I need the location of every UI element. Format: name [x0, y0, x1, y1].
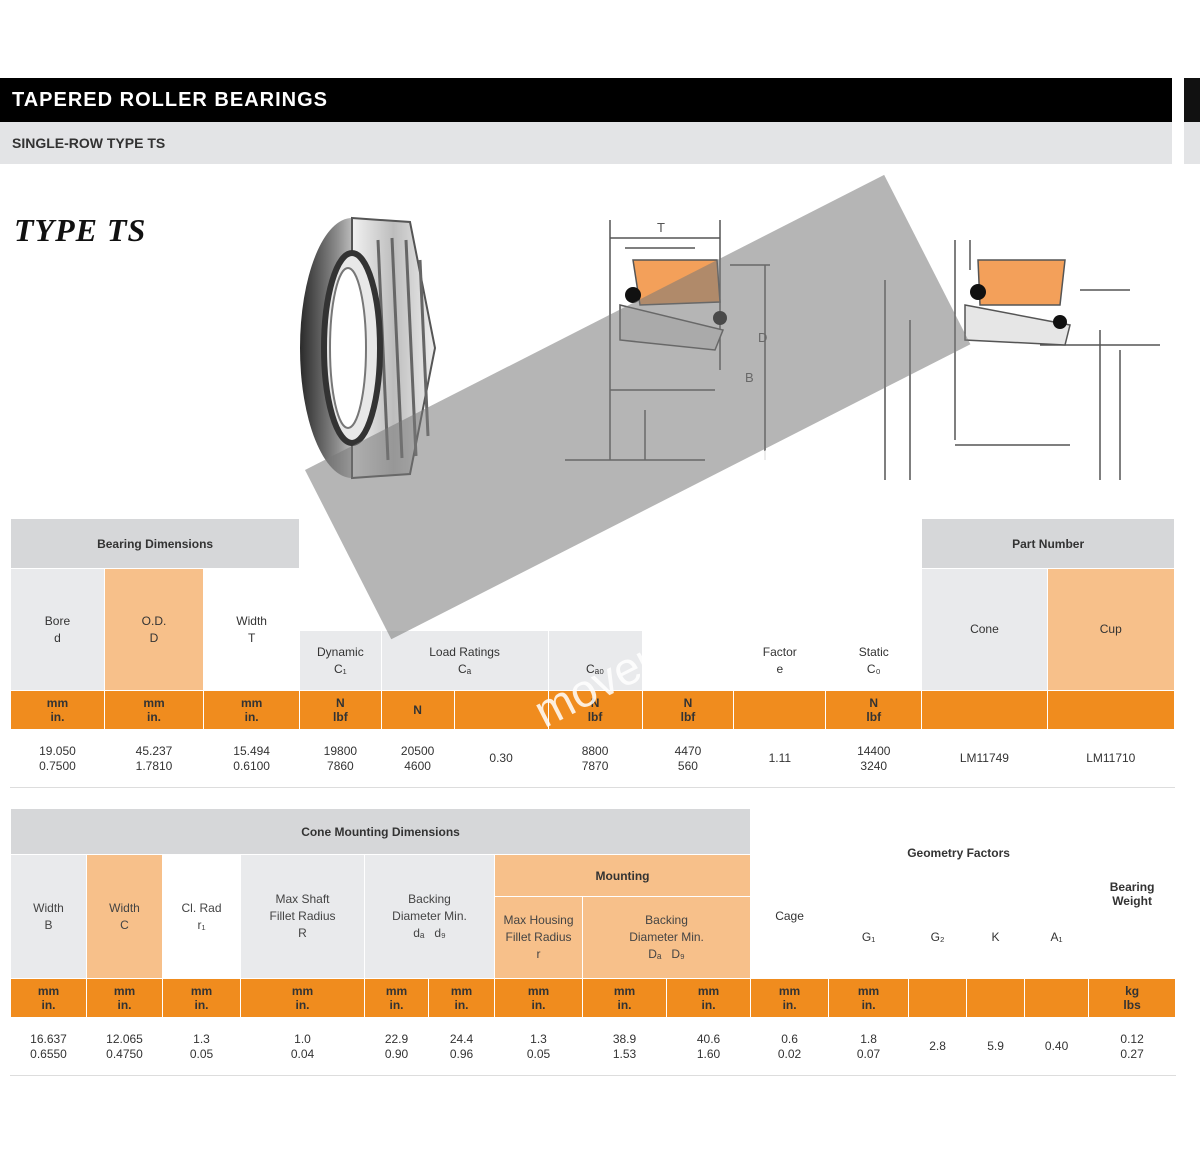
group-bearing-dimensions: Bearing Dimensions: [9, 518, 301, 569]
group-bearing-weight: Bearing Weight: [1088, 808, 1177, 979]
page-subtitle: SINGLE-ROW TYPE TS: [0, 122, 1172, 164]
mounting-dimensions-table: Cone Mounting Dimensions Geometry Factor…: [9, 808, 1177, 1076]
type-label: TYPE TS: [14, 212, 147, 248]
group-cone-mounting: Cone Mounting Dimensions: [9, 808, 752, 855]
header-spacer-2: [750, 808, 830, 855]
header-g2: G₂: [908, 896, 968, 979]
header-spacer-mid: [641, 630, 735, 691]
header-load-ca0: Cₐ₀: [547, 630, 643, 691]
cross-section-diagram-right: [884, 240, 1160, 480]
dim-label-t: T: [657, 220, 665, 235]
edge-strip-dark: [1184, 78, 1200, 122]
edge-strip-grey: [1184, 122, 1200, 164]
header-g1: G₁: [828, 896, 910, 979]
header-cage: Cage: [750, 854, 830, 979]
group-mounting: Mounting: [493, 854, 752, 897]
header-cone: Cone: [921, 568, 1048, 691]
group-part-number: Part Number: [921, 518, 1175, 569]
page-title: TAPERED ROLLER BEARINGS: [0, 78, 1172, 122]
header-cage-a1: A₁: [1024, 896, 1090, 979]
header-od: O.D.D: [103, 568, 205, 691]
header-cup: Cup: [1046, 568, 1176, 691]
group-geometry-factors: Geometry Factors: [828, 808, 1090, 897]
header-k: K: [966, 896, 1026, 979]
